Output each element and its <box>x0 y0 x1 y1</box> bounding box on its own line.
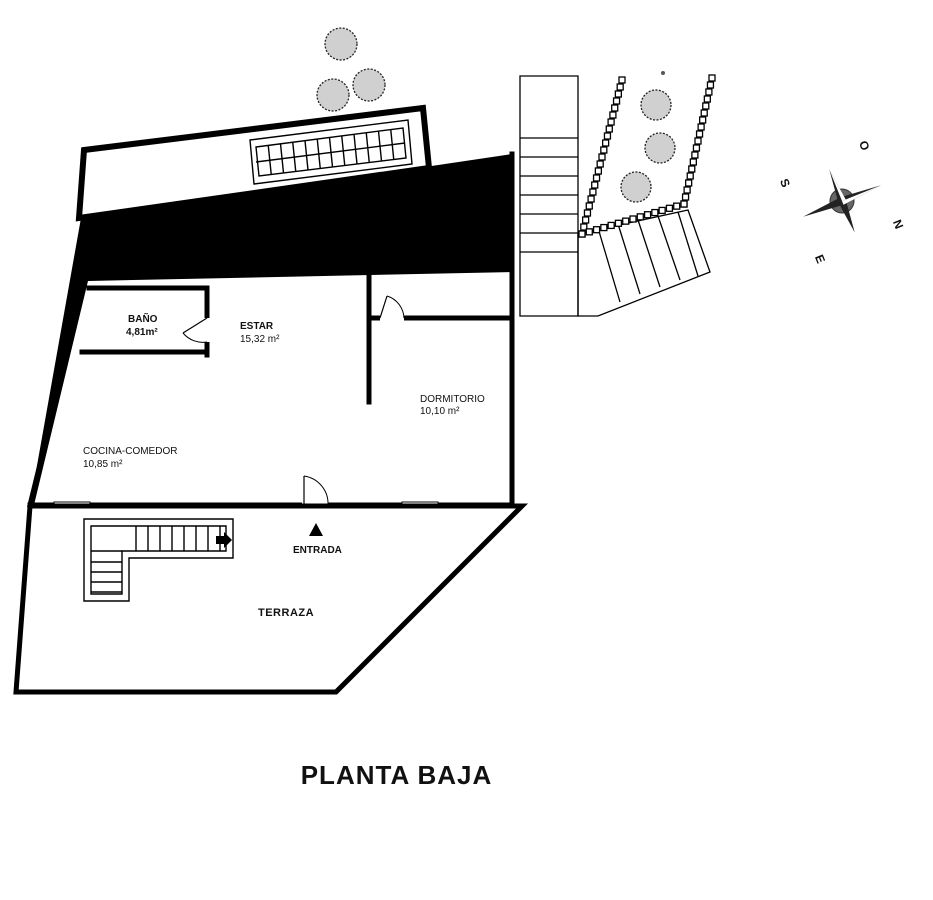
border-bead <box>607 118 615 126</box>
entrance-marker-icon <box>309 523 323 536</box>
room-label-terraza: TERRAZA <box>258 607 314 619</box>
svg-text:10,10 m²: 10,10 m² <box>420 406 460 417</box>
border-bead <box>594 167 603 175</box>
border-bead <box>691 151 699 159</box>
room-label-estar: ESTAR 15,32 m² <box>240 321 280 345</box>
solid-mass <box>30 154 512 505</box>
svg-text:COCINA-COMEDOR: COCINA-COMEDOR <box>83 446 177 457</box>
border-bead <box>692 144 701 152</box>
border-bead <box>601 139 610 147</box>
border-bead <box>702 102 710 110</box>
compass-east-label: E <box>812 253 828 266</box>
terrace-stair <box>83 518 234 602</box>
upper-stair <box>249 119 413 185</box>
border-bead <box>697 123 705 131</box>
stair-rail <box>255 142 406 163</box>
border-bead <box>681 193 690 201</box>
arrow-icon <box>216 532 232 548</box>
border-bead <box>622 217 630 225</box>
door-bano <box>182 317 211 343</box>
border-bead <box>683 186 691 194</box>
compass-south-label: S <box>777 177 793 190</box>
border-bead <box>583 209 592 217</box>
room-label-cocina: COCINA-COMEDOR 10,85 m² <box>83 446 177 470</box>
border-bead <box>614 90 623 98</box>
border-bead <box>578 230 586 238</box>
border-bead <box>665 204 674 212</box>
border-bead <box>705 88 713 96</box>
room-label-dormitorio: DORMITORIO 10,10 m² <box>420 394 485 417</box>
svg-text:15,32 m²: 15,32 m² <box>240 334 280 345</box>
border-bead <box>603 132 612 140</box>
svg-text:4,81m²: 4,81m² <box>126 327 158 338</box>
border-bead <box>699 116 707 124</box>
side-stair <box>519 75 711 317</box>
compass-icon <box>803 169 881 233</box>
plan-title: PLANTA BAJA <box>300 760 493 790</box>
svg-text:DORMITORIO: DORMITORIO <box>420 394 485 405</box>
border-bead <box>706 81 715 89</box>
garden-border <box>578 74 716 238</box>
border-bead <box>591 181 599 189</box>
svg-text:BAÑO: BAÑO <box>128 312 158 325</box>
border-bead <box>680 200 688 208</box>
border-bead <box>611 104 619 112</box>
terraza-outline <box>13 503 529 695</box>
entrance-label: ENTRADA <box>293 545 342 556</box>
border-bead <box>600 146 608 154</box>
room-label-bano: BAÑO 4,81m² <box>126 312 158 338</box>
trees-right <box>620 71 676 203</box>
border-bead <box>700 109 708 117</box>
border-bead <box>592 174 601 182</box>
compass-north-label: N <box>890 218 906 231</box>
border-bead <box>636 213 644 221</box>
border-bead <box>585 228 593 236</box>
border-bead <box>643 211 652 219</box>
border-bead <box>580 223 588 231</box>
trees-top-left <box>316 27 386 112</box>
border-bead <box>605 125 613 133</box>
border-bead <box>708 74 716 82</box>
border-bead <box>673 202 681 210</box>
border-bead <box>598 153 606 161</box>
border-bead <box>587 195 595 203</box>
border-bead <box>651 208 659 217</box>
border-bead <box>616 83 624 91</box>
door-dormitorio <box>379 295 405 322</box>
border-bead <box>612 97 621 105</box>
border-bead <box>695 130 704 138</box>
border-bead <box>592 226 601 234</box>
border-bead <box>609 111 617 119</box>
svg-text:10,85 m²: 10,85 m² <box>83 459 123 470</box>
border-bead <box>689 158 697 166</box>
border-bead <box>618 76 626 84</box>
border-bead <box>596 160 604 168</box>
border-bead <box>581 216 590 224</box>
border-bead <box>585 202 593 210</box>
border-bead <box>694 137 702 145</box>
border-bead <box>600 223 608 232</box>
border-bead <box>703 95 711 103</box>
compass-west-label: O <box>856 139 872 153</box>
border-bead <box>614 219 623 227</box>
border-bead <box>686 172 694 180</box>
border-bead <box>658 206 666 215</box>
border-bead <box>589 188 597 196</box>
border-bead <box>629 215 637 223</box>
border-bead <box>688 165 696 173</box>
border-bead <box>685 179 693 187</box>
svg-text:ESTAR: ESTAR <box>240 321 274 332</box>
border-bead <box>607 221 615 230</box>
